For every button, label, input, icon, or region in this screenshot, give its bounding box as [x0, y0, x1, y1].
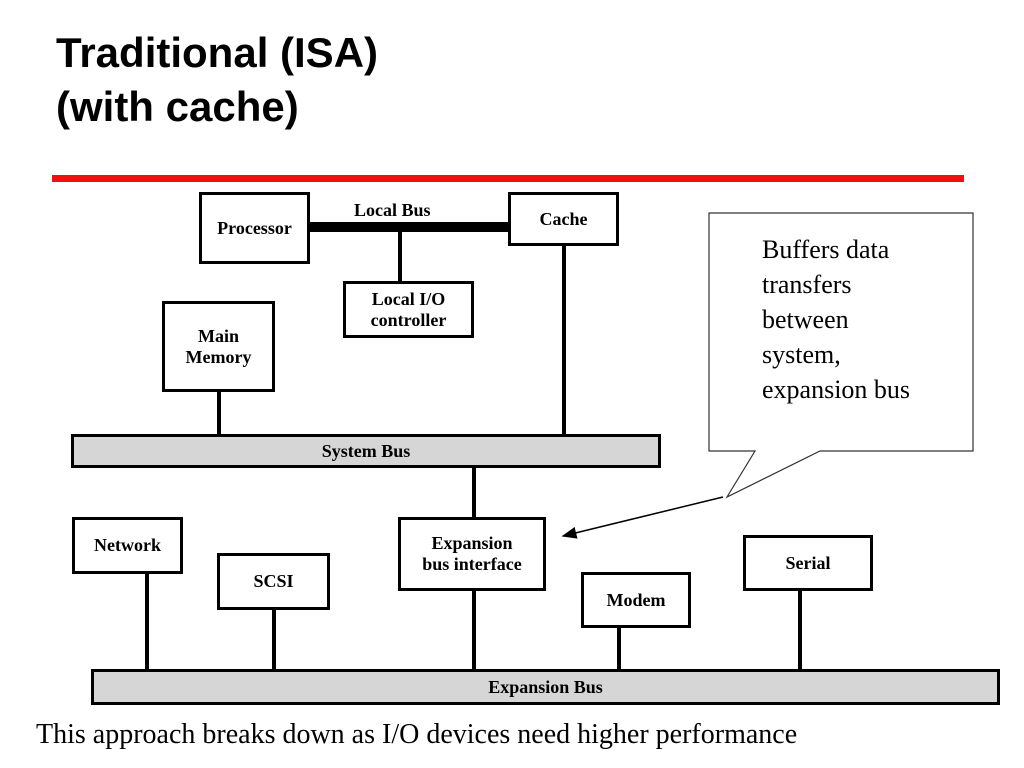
- expansion-bus-interface-box: Expansion bus interface: [398, 517, 546, 591]
- callout-line-5: expansion bus: [762, 375, 911, 404]
- expansion-bus-interface-label: Expansion bus interface: [422, 533, 521, 575]
- expansion-interface-label-line-2: bus interface: [422, 554, 522, 574]
- system-expansion-connector: [472, 466, 476, 518]
- callout-line-3: between: [762, 305, 849, 334]
- callout-line-4: system,: [762, 340, 841, 369]
- local-io-label-line-1: Local I/O: [371, 288, 446, 309]
- serial-box: Serial: [743, 535, 873, 591]
- interface-expansion-connector: [472, 590, 476, 671]
- processor-box: Processor: [199, 192, 310, 264]
- modem-connector: [617, 626, 621, 671]
- network-box: Network: [72, 517, 183, 574]
- system-bus: System Bus: [71, 434, 661, 468]
- modem-box: Modem: [581, 572, 691, 628]
- slide-title: Traditional (ISA) (with cache): [56, 26, 378, 134]
- cache-connector: [562, 245, 566, 436]
- local-io-controller-box: Local I/O controller: [343, 281, 474, 338]
- main-memory-box: Main Memory: [162, 301, 275, 392]
- local-io-connector: [398, 232, 402, 282]
- local-io-label-line-2: controller: [370, 309, 447, 330]
- network-label: Network: [94, 535, 161, 555]
- modem-label: Modem: [606, 589, 666, 610]
- processor-label: Processor: [217, 217, 292, 238]
- footer-note: This approach breaks down as I/O devices…: [36, 719, 798, 750]
- callout-line-1: Buffers data: [762, 235, 890, 264]
- callout-arrow: [561, 496, 724, 539]
- main-memory-connector: [217, 391, 221, 436]
- title-divider: [52, 175, 964, 182]
- main-memory-label: Main Memory: [186, 326, 252, 368]
- scsi-connector: [272, 608, 276, 671]
- scsi-box: SCSI: [217, 553, 330, 610]
- main-memory-label-line-1: Main: [197, 325, 239, 346]
- expansion-bus: Expansion Bus: [91, 669, 1000, 705]
- main-memory-label-line-2: Memory: [185, 346, 252, 367]
- slide-title-line-2: (with cache): [56, 83, 299, 130]
- callout-bubble: [708, 212, 974, 499]
- serial-connector: [798, 590, 802, 671]
- serial-label: Serial: [785, 552, 831, 573]
- cache-box: Cache: [508, 192, 619, 246]
- expansion-interface-label-line-1: Expansion: [431, 533, 513, 553]
- local-io-controller-label: Local I/O controller: [371, 289, 447, 331]
- scsi-label: SCSI: [253, 571, 294, 591]
- system-bus-label: System Bus: [321, 440, 411, 461]
- callout-line-2: transfers: [762, 270, 852, 299]
- cache-label: Cache: [539, 208, 588, 229]
- expansion-bus-label: Expansion Bus: [488, 676, 603, 697]
- network-connector: [145, 572, 149, 671]
- slide-title-line-1: Traditional (ISA): [56, 29, 379, 76]
- local-bus-line: [309, 222, 511, 232]
- local-bus-label: Local Bus: [354, 200, 431, 220]
- callout-text: Buffers data transfers between system, e…: [762, 232, 972, 407]
